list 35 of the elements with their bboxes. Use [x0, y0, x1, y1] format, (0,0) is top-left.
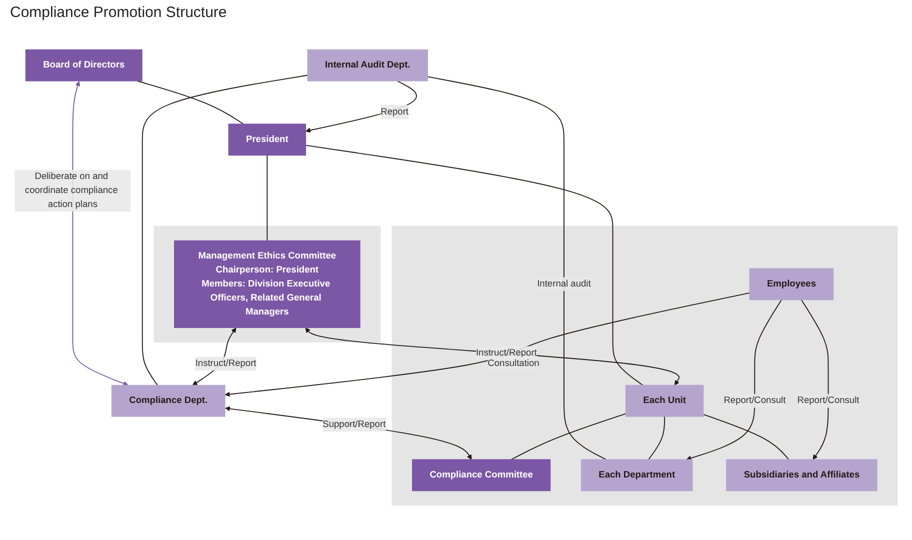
edge-label: Deliberate on and coordinate compliance action plans — [24, 172, 118, 210]
connector — [510, 413, 626, 460]
arrow — [224, 292, 750, 397]
edge-label: Report — [380, 106, 409, 117]
connector — [702, 414, 790, 460]
edge-label: Report/Consult — [724, 396, 786, 406]
node-box: Compliance Committee — [412, 459, 551, 492]
edge-label: Support/Report — [322, 419, 386, 430]
edge-label: Instruct/Report — [195, 358, 256, 368]
connector — [427, 76, 607, 460]
node-box: Internal Audit Dept. — [307, 49, 428, 82]
edge-label: Instruct/Report — [476, 348, 537, 358]
node-box: Management Ethics Committee Chairperson: President Members: Division Executive Officers, Related General Managers — [174, 240, 360, 328]
edge-label: Report/Consult — [797, 396, 860, 406]
edge-label: Internal audit — [537, 278, 591, 289]
node-box: President — [228, 124, 306, 156]
arrow — [800, 299, 829, 460]
connector — [136, 80, 244, 124]
connector — [266, 154, 268, 242]
arrow — [306, 80, 417, 133]
node-box: Employees — [749, 268, 834, 300]
node-box: Each Unit — [625, 384, 704, 417]
cluster — [392, 226, 898, 506]
node-box: Subsidiaries and Affiliates — [726, 459, 878, 492]
node-box: Each Department — [580, 459, 693, 492]
arrow — [225, 406, 472, 460]
connector — [305, 144, 644, 386]
arrow — [686, 299, 782, 461]
node-box: Board of Directors — [25, 49, 142, 82]
edge-label: Consultation — [488, 358, 540, 368]
cluster — [154, 226, 381, 343]
node-box: Compliance Dept. — [111, 384, 226, 417]
connector — [648, 416, 666, 460]
arrow — [305, 328, 680, 386]
diagram-title: Compliance Promotion Structure — [10, 4, 228, 21]
